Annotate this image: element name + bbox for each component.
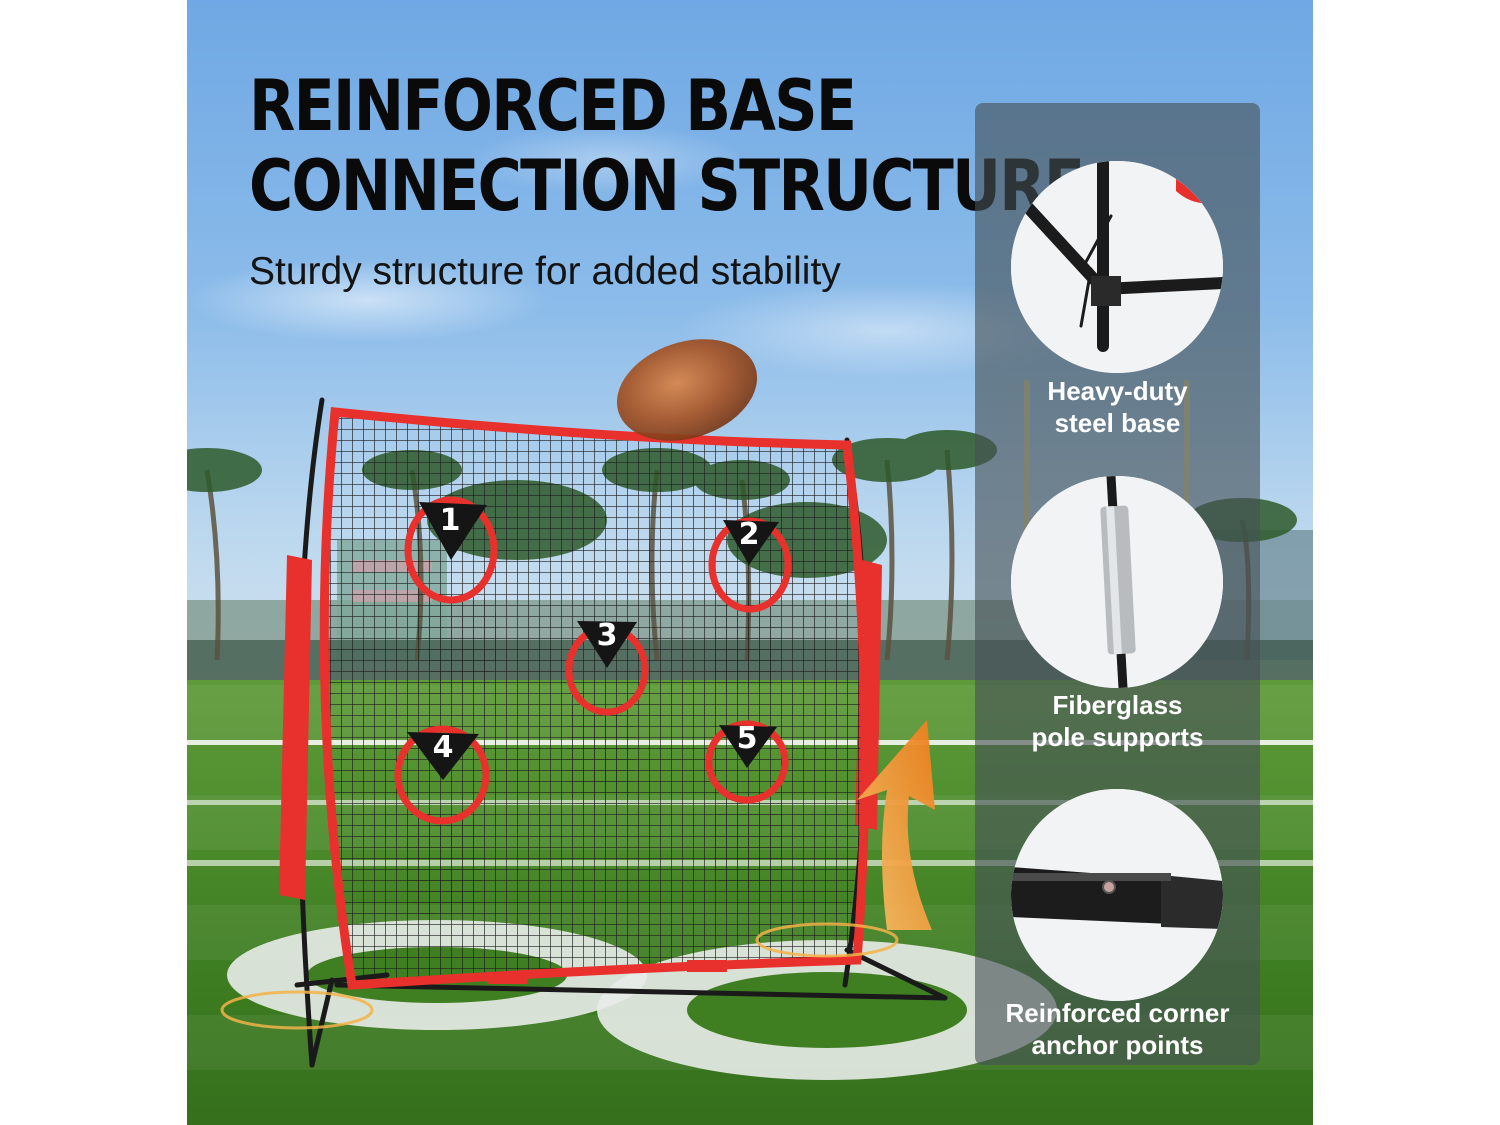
corner-anchor-icon [1011,789,1223,1001]
football-icon [616,339,758,441]
target-number-5: 5 [737,721,758,756]
target-number-4: 4 [433,730,454,765]
target-number-2: 2 [739,517,760,552]
steel-base-joint-icon [1011,161,1223,373]
arrow-icon [857,720,935,930]
feature-2-line-2: pole supports [1031,722,1204,752]
target-number-1: 1 [440,503,461,538]
subheadline: Sturdy structure for added stability [249,250,841,293]
headline-line-1: REINFORCED BASE [249,65,857,147]
target-number-3: 3 [597,618,618,653]
feature-3-line-1: Reinforced corner [1005,998,1230,1028]
feature-3-line-2: anchor points [1031,1030,1204,1060]
football-target-net: 1 2 3 4 5 [220,339,948,1068]
feature-panel: Heavy-duty steel base Fiberglass pole su… [975,103,1260,1065]
fiberglass-pole-icon [1011,476,1223,688]
target-pockets: 1 2 3 4 5 [394,496,792,915]
feature-1-line-2: steel base [1054,408,1181,438]
headline-line-2: CONNECTION STRUCTURE [249,145,1085,227]
feature-1-line-1: Heavy-duty [1047,376,1188,406]
headline: REINFORCED BASE CONNECTION STRUCTURE [249,65,1085,227]
feature-2-line-1: Fiberglass [1052,690,1183,720]
product-image: 1 2 3 4 5 REINFORCED BASE CONNECTION STR… [187,0,1313,1125]
